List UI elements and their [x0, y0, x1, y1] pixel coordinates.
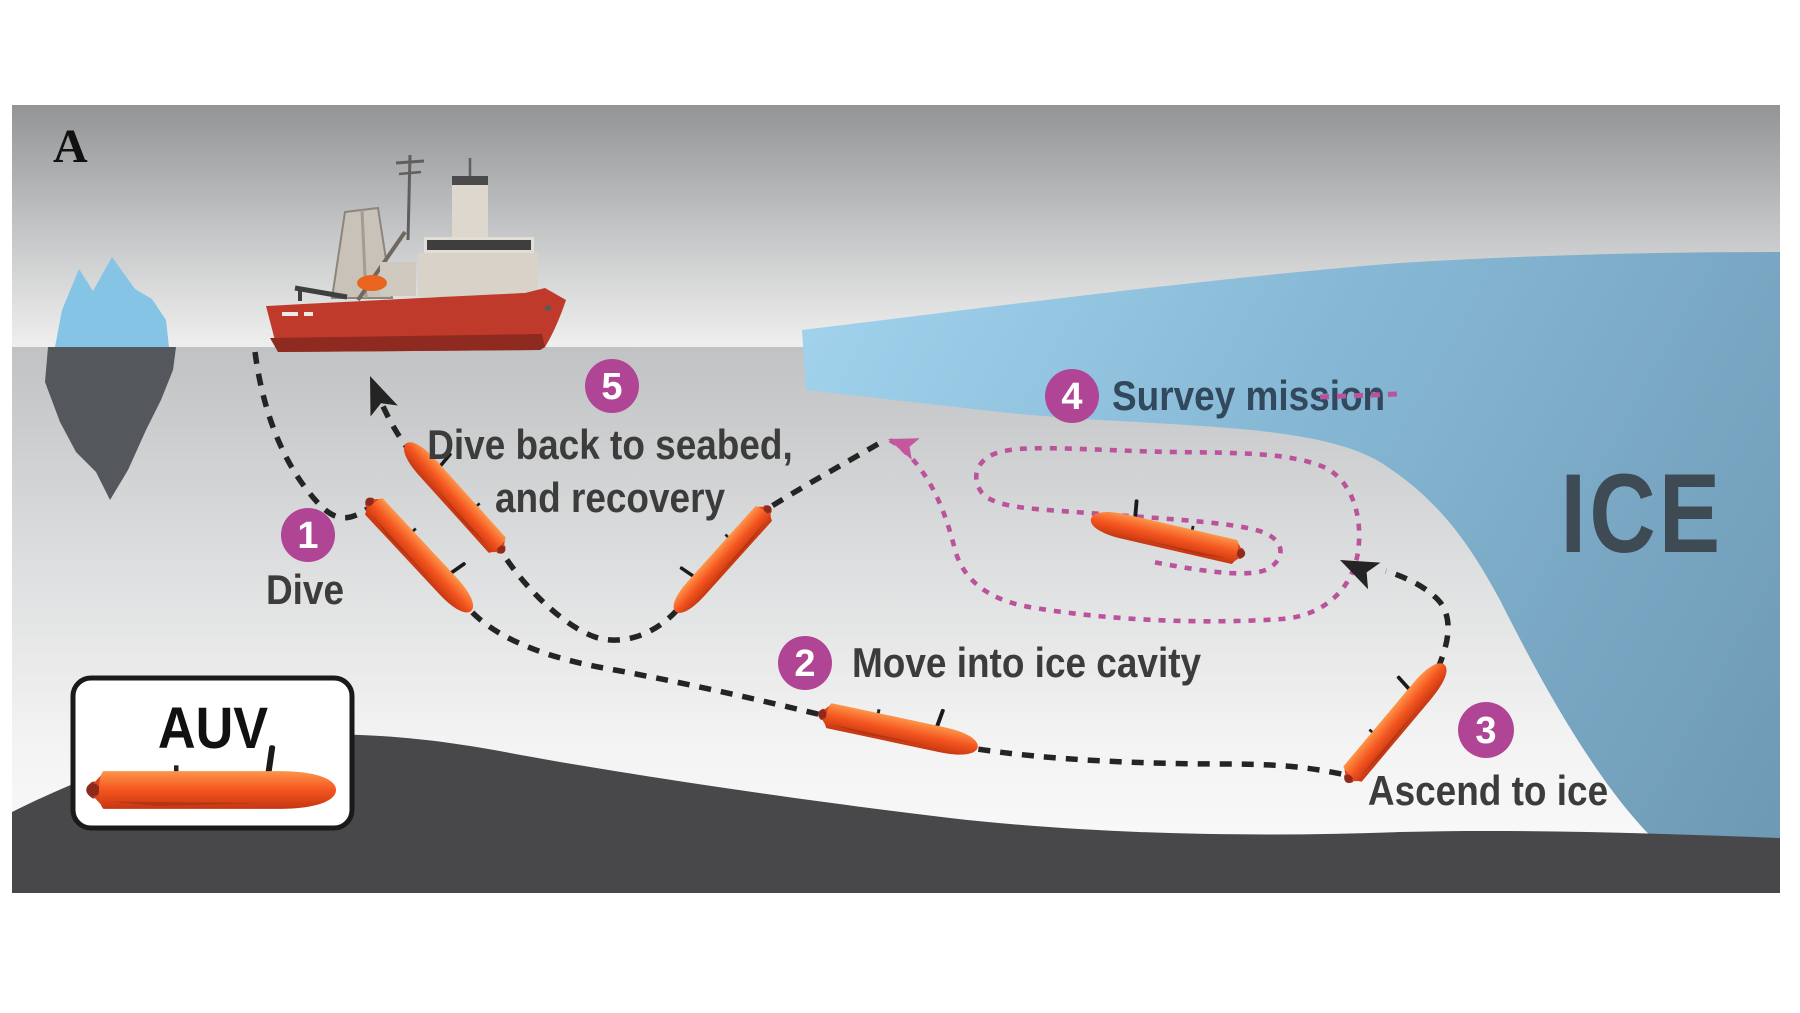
seabed	[12, 733, 1780, 893]
legend-title: AUV	[158, 695, 268, 760]
route-dive-transit	[252, 351, 1446, 779]
step-label-3: Ascend to ice	[1368, 768, 1608, 815]
route-paths	[252, 351, 1451, 779]
ice-label-group: ICE	[1561, 450, 1724, 576]
step-label-5-line1: Dive back to seabed,	[427, 422, 793, 469]
iceberg	[45, 257, 176, 500]
step-badge-1	[281, 508, 335, 562]
route-recovery	[373, 388, 880, 643]
step-2: 2 Move into ice cavity	[778, 636, 1201, 690]
step-annotations: 1 Dive 2 Move into ice cavity 3 Ascend t…	[266, 359, 1608, 815]
step-5: 5 Dive back to seabed, and recovery	[427, 359, 793, 522]
step-label-2: Move into ice cavity	[852, 640, 1201, 687]
step-1: 1 Dive	[266, 508, 344, 614]
step-4: 4 Survey mission	[1045, 369, 1399, 423]
step-label-1: Dive	[266, 567, 344, 614]
ship-illustration	[266, 154, 566, 352]
step-3: 3 Ascend to ice	[1368, 702, 1608, 815]
step-badge-3	[1458, 702, 1514, 758]
ice-label: ICE	[1561, 450, 1724, 576]
step-number-2: 2	[794, 643, 815, 685]
step-number-4: 4	[1061, 376, 1082, 418]
panel-letter: A	[53, 120, 88, 173]
step-badge-5	[585, 359, 639, 413]
step-number-1: 1	[297, 515, 318, 557]
survey-legend-dash-icon	[1319, 391, 1399, 400]
step-badge-2	[778, 636, 832, 690]
step-label-5-line2: and recovery	[495, 475, 725, 522]
step-number-3: 3	[1475, 710, 1496, 752]
iceberg-underwater	[45, 347, 176, 500]
auv-legend: AUV	[70, 675, 355, 831]
step-badge-4	[1045, 369, 1099, 423]
route-ascend-arc	[1385, 568, 1451, 670]
iceberg-above-water	[55, 257, 169, 347]
step-number-5: 5	[601, 366, 622, 408]
